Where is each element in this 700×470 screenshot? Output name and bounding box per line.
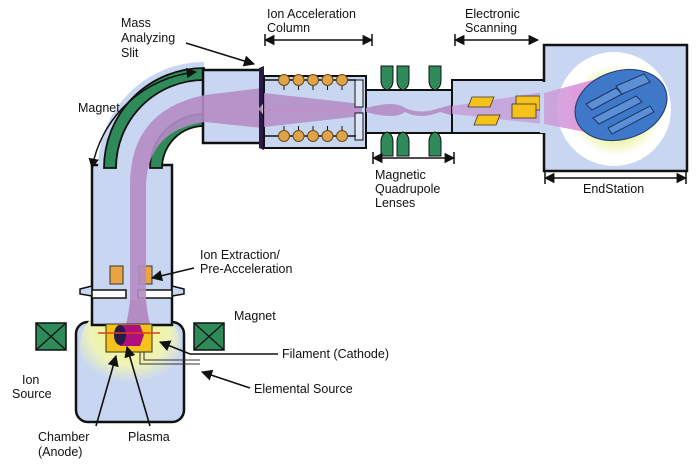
endstation-label: EndStation [583,182,644,196]
mass-slit-label-2: Analyzing [121,31,175,45]
svg-text:Ion: Ion [22,373,39,387]
source-magnet-right [193,322,225,351]
svg-text:Scanning: Scanning [465,21,517,35]
plasma-label: Plasma [128,430,170,444]
magnet-bottom-label: Magnet [234,309,276,323]
acceleration-column [263,74,367,149]
svg-text:Electronic: Electronic [465,7,520,21]
quad-label-1: Magnetic [375,168,426,182]
filament-label: Filament (Cathode) [282,347,389,361]
labels: Mass Analyzing Slit Ion Acceleration Col… [12,7,644,459]
quadrupole-lens [380,65,394,91]
svg-text:Quadrupole: Quadrupole [375,182,440,196]
scanning-label-2: Scanning [465,21,517,35]
svg-text:Analyzing: Analyzing [121,31,175,45]
magnet-top-label: Magnet [78,101,120,115]
scan-plate-bottom [473,114,501,126]
source-magnet-left [35,322,67,351]
ion-source-label-1: Ion [22,373,39,387]
svg-text:Magnetic: Magnetic [375,168,426,182]
svg-text:Pre-Acceleration: Pre-Acceleration [200,262,292,276]
elemental-source-label: Elemental Source [254,382,353,396]
accel-ring [321,74,334,86]
pointer-arrows [95,42,278,427]
dimension-arrows [88,34,688,184]
quadrupole-lens [428,65,442,91]
scanning-label-1: Electronic [465,7,520,21]
quadrupole-lens [428,131,442,157]
svg-text:Column: Column [267,21,310,35]
svg-text:Ion Extraction/: Ion Extraction/ [200,248,280,262]
accel-ring [278,74,290,86]
svg-text:Lenses: Lenses [375,196,415,210]
ion-source-label-2: Source [12,387,52,401]
quadrupole-lens [396,65,410,91]
svg-text:Chamber: Chamber [38,430,89,444]
accel-ring [307,130,319,142]
chamber-label-1: Chamber [38,430,89,444]
svg-text:Mass: Mass [121,16,151,30]
accel-ring [292,130,305,142]
svg-text:(Anode): (Anode) [38,445,82,459]
accel-column-label-2: Column [267,21,310,35]
endstation [540,43,689,173]
quadrupole-lens [380,131,394,157]
accel-ring [307,74,319,86]
accel-ring [336,74,348,86]
extraction-label-1: Ion Extraction/ [200,248,280,262]
svg-text:Slit: Slit [121,46,139,60]
quadrupole-lens [396,131,410,157]
chamber-label-2: (Anode) [38,445,82,459]
accel-ring [321,130,334,142]
scan-plate-top [467,96,495,108]
source-internals [98,323,200,365]
mass-slit-label-3: Slit [121,46,139,60]
scan-plate-right-bottom [511,103,537,119]
ion-beam [124,88,262,330]
accel-ring [336,130,348,142]
extraction-label-2: Pre-Acceleration [200,262,292,276]
svg-text:Source: Source [12,387,52,401]
accel-ring [278,130,290,142]
quadrupole-section [365,65,455,157]
quad-label-2: Quadrupole [375,182,440,196]
accel-column-label-1: Ion Acceleration [267,7,356,21]
svg-text:Ion Acceleration: Ion Acceleration [267,7,356,21]
quad-label-3: Lenses [375,196,415,210]
mass-slit-label-1: Mass [121,16,151,30]
scanning-section [451,79,545,134]
mass-analyzing-slit [259,66,264,150]
accel-ring [292,74,305,86]
